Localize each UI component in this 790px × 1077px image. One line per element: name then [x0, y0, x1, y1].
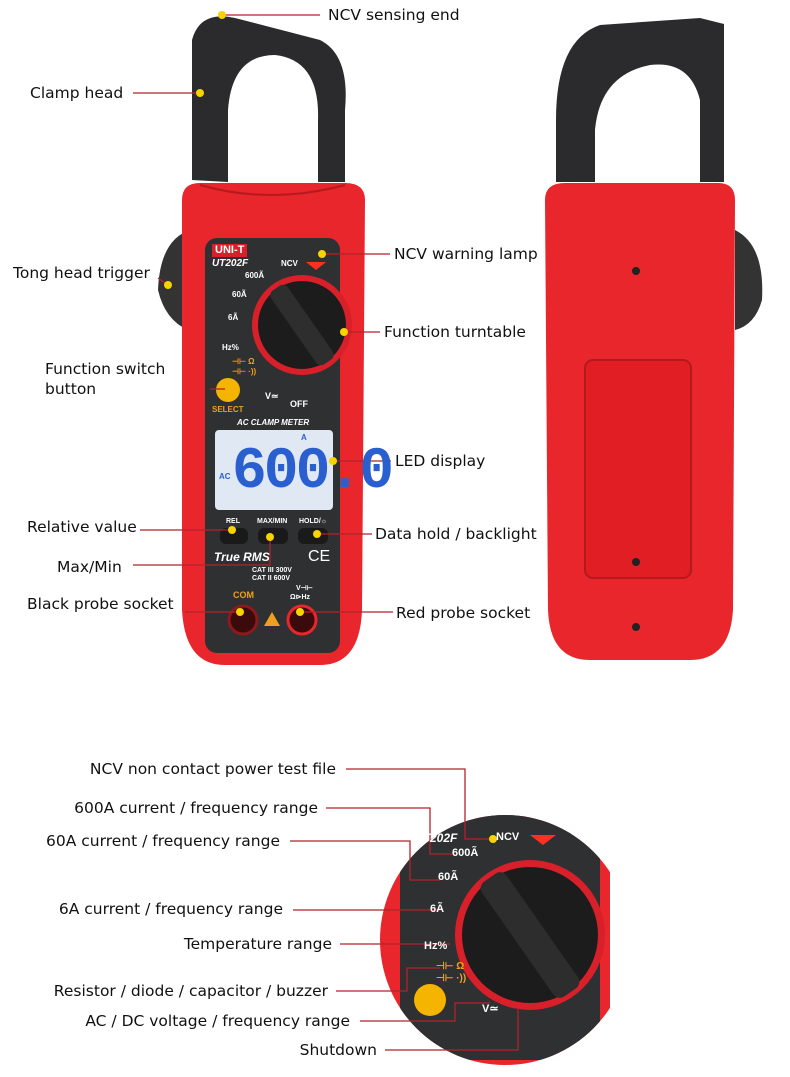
label-ncv-sensing-end: NCV sensing end	[328, 6, 460, 24]
label-range-voltage: AC / DC voltage / frequency range	[85, 1012, 350, 1030]
range-off: OFF	[290, 399, 308, 409]
lcd-mode: AC	[219, 472, 231, 481]
com-socket	[227, 604, 259, 636]
label-relative-value: Relative value	[27, 518, 137, 536]
cat-rating-1: CAT III 300V	[252, 567, 292, 574]
ce-mark: CE	[308, 548, 331, 565]
select-label: SELECT	[212, 405, 244, 414]
label-range-resistor: Resistor / diode / capacitor / buzzer	[53, 982, 328, 1000]
label-range-600a: 600A current / frequency range	[74, 799, 318, 817]
callout-dots	[164, 11, 497, 843]
label-clamp-head: Clamp head	[30, 84, 124, 102]
cat-rating-2: CAT II 600V	[252, 575, 290, 582]
clamp-head	[192, 16, 346, 182]
brand-logo: UNI-T	[212, 244, 248, 257]
range-res: ⊣⊢ Ω	[232, 357, 255, 366]
lcd-display	[215, 430, 333, 510]
hold-label: HOLD/☼	[299, 518, 328, 525]
label-range-temperature: Temperature range	[183, 935, 332, 953]
closeup-hz: Hz%	[424, 940, 448, 952]
closeup-6a: 6Ã	[430, 903, 445, 915]
back-clamp-head	[556, 18, 724, 182]
leader-lines	[133, 14, 519, 1051]
closeup-600a: 600Ã	[452, 847, 479, 859]
label-red-probe-socket: Red probe socket	[396, 604, 531, 622]
label-range-ncv: NCV non contact power test file	[89, 760, 336, 778]
closeup-model: UT202F	[414, 831, 458, 845]
label-function-turntable: Function turntable	[384, 323, 526, 341]
vin-label-2: Ω⊳Hz	[290, 594, 311, 601]
label-data-hold: Data hold / backlight	[375, 525, 537, 543]
label-ncv-warning-lamp: NCV warning lamp	[394, 245, 538, 263]
true-rms-label: True RMS	[214, 550, 270, 564]
lcd-value: 600.0	[232, 440, 394, 505]
rel-button	[220, 528, 248, 544]
warning-icon	[264, 612, 280, 626]
range-cap: ⊣⊢ ·))	[232, 367, 257, 376]
vin-label: V⊣⊢	[296, 585, 313, 592]
front-clamp-meter	[158, 16, 365, 665]
range-60a: 60Ã	[232, 290, 247, 299]
closeup-60a: 60Ã	[438, 871, 459, 883]
range-hz: Hz%	[222, 343, 239, 352]
label-max-min: Max/Min	[57, 558, 122, 576]
v-socket	[286, 604, 318, 636]
ncv-lamp	[306, 262, 326, 270]
select-button	[216, 378, 240, 402]
label-range-60a: 60A current / frequency range	[46, 832, 280, 850]
label-black-probe-socket: Black probe socket	[27, 595, 174, 613]
maxmin-label: MAX/MIN	[257, 518, 288, 525]
closeup-ncv: NCV	[496, 831, 520, 843]
hold-button	[298, 528, 328, 544]
com-label: COM	[233, 590, 254, 600]
closeup-volt: V≃	[482, 1003, 499, 1015]
back-clamp-meter	[545, 18, 763, 660]
closeup-cap: ⊣⊢ ·))	[436, 973, 467, 984]
model-label: UT202F	[212, 258, 249, 269]
label-function-switch-1: Function switch	[45, 360, 166, 378]
dial-closeup	[380, 815, 610, 1065]
rel-label: REL	[226, 518, 240, 525]
ncv-label: NCV	[281, 259, 298, 268]
range-600a: 600Ã	[245, 271, 265, 280]
label-function-switch-2: button	[45, 380, 97, 398]
closeup-res: ⊣⊢ Ω	[436, 961, 465, 972]
label-led-display: LED display	[395, 452, 486, 470]
lcd-unit: A	[301, 433, 307, 442]
label-tong-head-trigger: Tong head trigger	[13, 264, 150, 282]
range-volt: V≃	[265, 391, 279, 401]
label-range-6a: 6A current / frequency range	[58, 900, 283, 918]
label-range-shutdown: Shutdown	[299, 1041, 377, 1059]
range-6a: 6Ã	[228, 313, 239, 322]
meter-title: AC CLAMP METER	[237, 418, 310, 427]
battery-cover	[584, 359, 692, 579]
